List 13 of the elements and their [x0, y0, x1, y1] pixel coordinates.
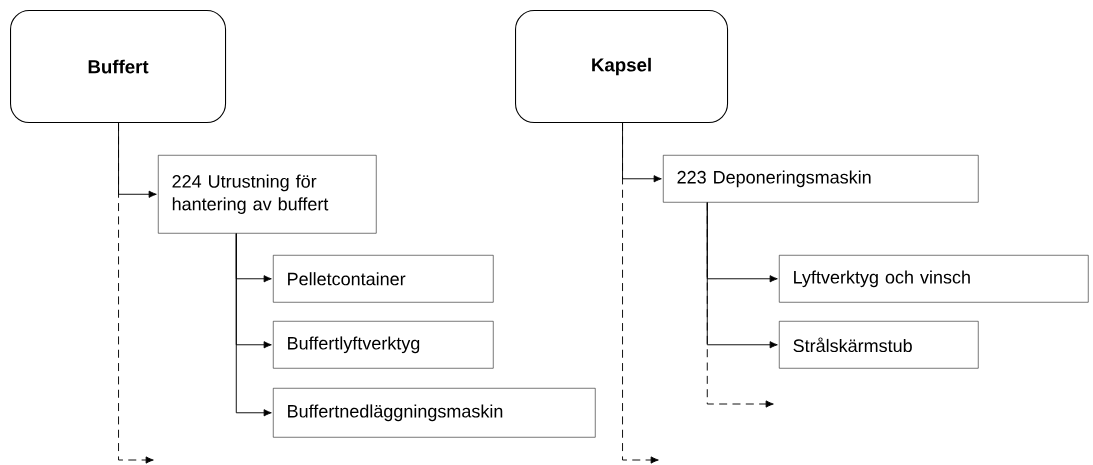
- process-box: Pelletcontainer: [273, 255, 494, 303]
- process-box: 224 Utrustning för hantering av buffert: [158, 155, 377, 234]
- connector-arrow: [706, 202, 774, 408]
- process-box: Buffertnedläggningsmaskin: [273, 388, 596, 438]
- process-box: Buffertlyftverktyg: [273, 321, 494, 369]
- connector-arrow: [235, 233, 272, 417]
- connector-arrow: [118, 122, 154, 464]
- process-box: 223 Deponeringsmaskin: [663, 155, 979, 203]
- connector-arrow: [622, 122, 659, 464]
- process-box: Lyftverktyg och vinsch: [779, 255, 1089, 303]
- process-box: Strålskärmstub: [779, 321, 979, 369]
- category-box: Buffert: [10, 10, 227, 124]
- category-box: Kapsel: [515, 10, 729, 124]
